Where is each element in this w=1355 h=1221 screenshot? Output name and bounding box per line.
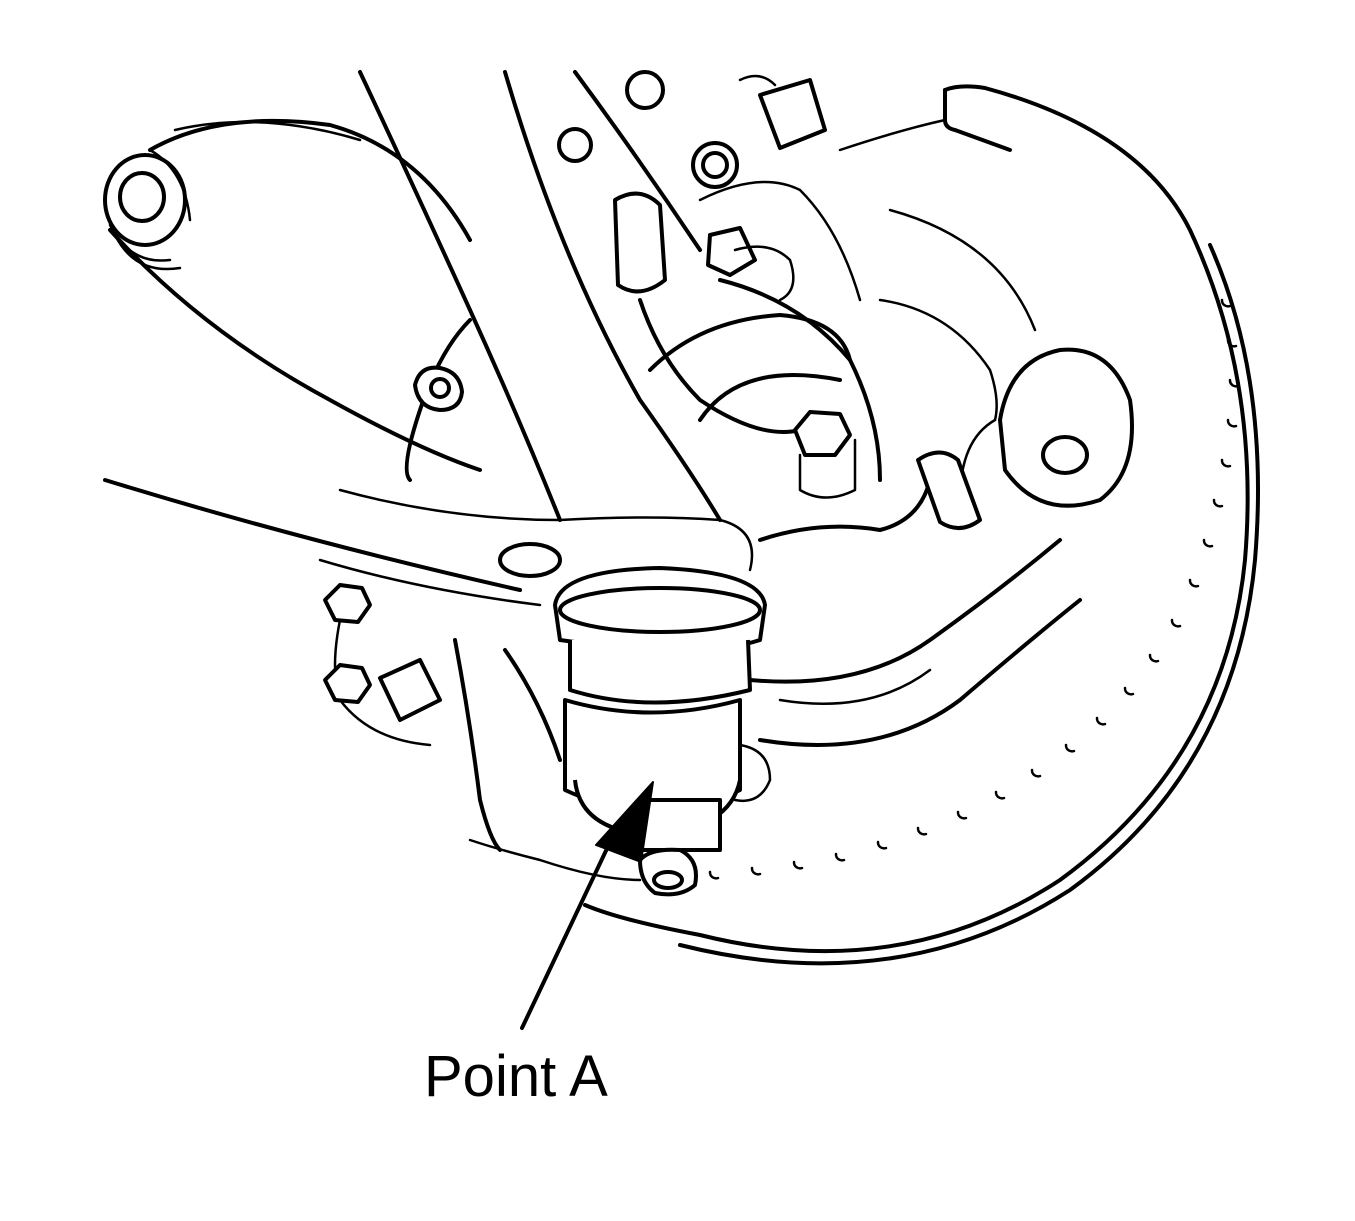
- inner-bushing: [103, 148, 192, 271]
- ball-joint: [468, 542, 772, 897]
- upper-control-arm: [103, 70, 754, 607]
- point-a-label: Point A: [424, 1044, 608, 1109]
- hub-caliper: [648, 298, 1134, 508]
- knuckle-bolt: [793, 410, 982, 530]
- rotor-vents: [708, 298, 1240, 880]
- upper-bracket: [557, 70, 827, 302]
- brake-rotor: [583, 84, 1260, 966]
- lower-arm-bolts: [323, 365, 464, 722]
- callout-arrow: [520, 781, 654, 1030]
